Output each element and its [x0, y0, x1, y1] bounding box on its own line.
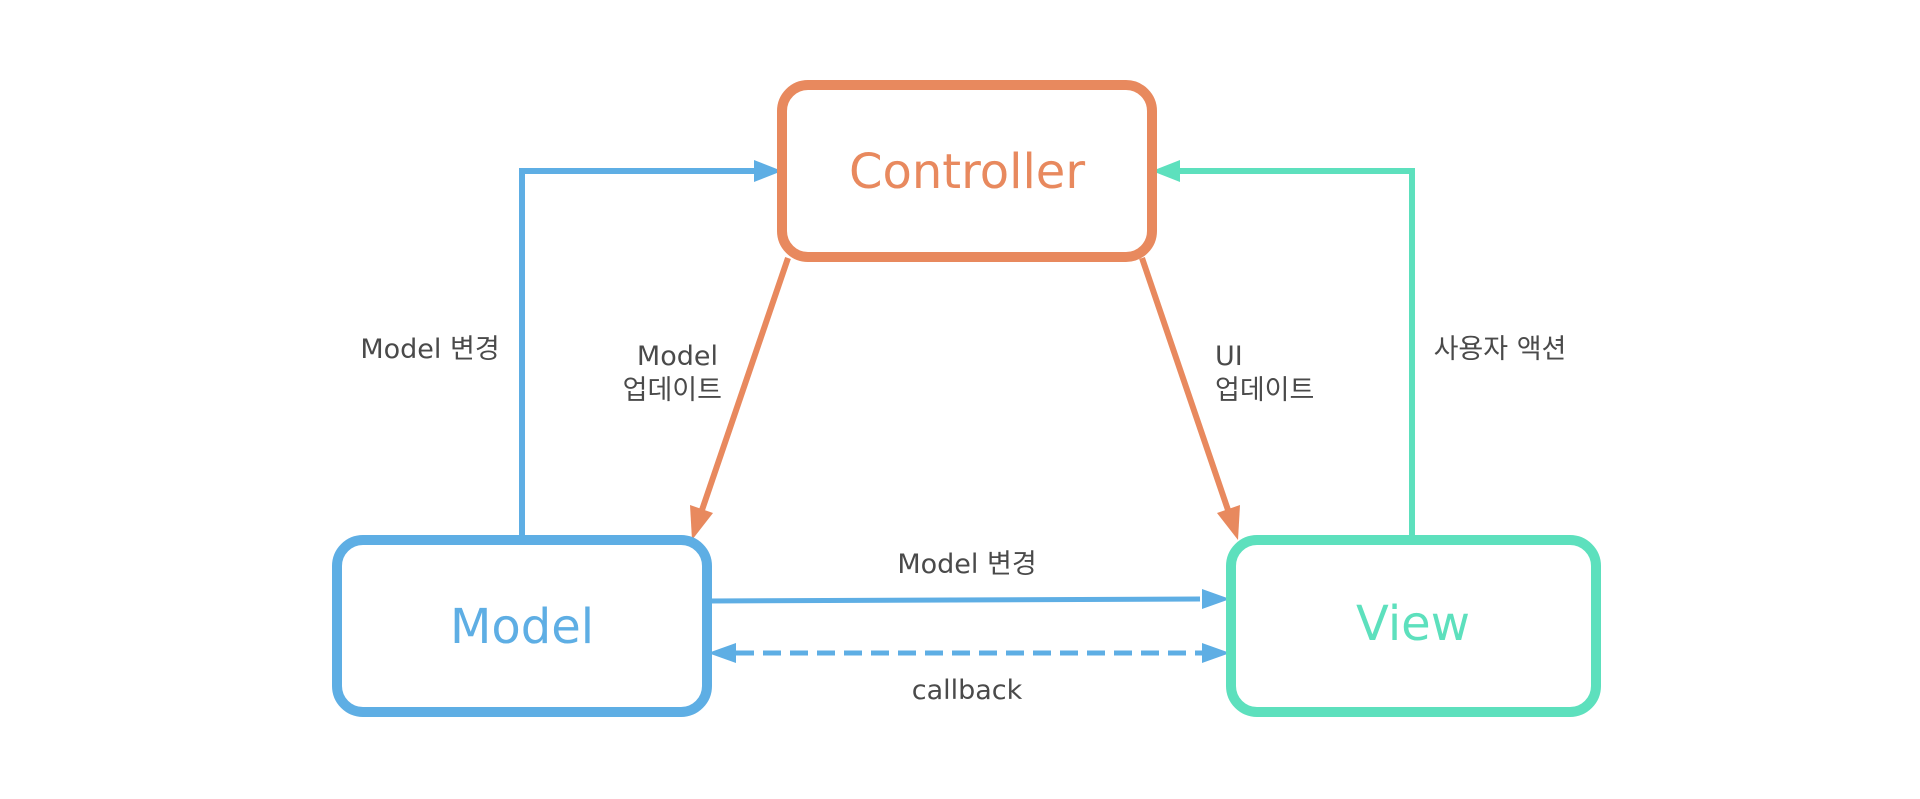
arrowhead-view-to-controller [1152, 160, 1180, 182]
label-model-update-1: Model [637, 341, 718, 372]
controller-node: Controller [777, 80, 1157, 262]
view-box [1226, 535, 1601, 717]
controller-box [777, 80, 1157, 262]
label-ui-update-1: UI [1215, 341, 1243, 372]
edge-controller-to-view: UI 업데이트 [1139, 257, 1314, 540]
model-node: Model [332, 535, 712, 717]
arrowhead-model-to-controller [754, 160, 782, 182]
arrow-model-to-controller [519, 168, 754, 537]
edge-view-to-controller: 사용자 액션 [1152, 160, 1566, 537]
view-label: View [1356, 596, 1470, 652]
arrow-controller-to-view [1139, 257, 1231, 511]
model-label: Model [450, 599, 594, 655]
view-node: View [1226, 535, 1601, 717]
label-model-update-2: 업데이트 [623, 375, 722, 406]
arrow-model-to-view [707, 596, 1201, 604]
label-model-change-bottom: Model 변경 [897, 549, 1036, 580]
label-user-action: 사용자 액션 [1434, 334, 1567, 365]
arrow-controller-to-model [699, 257, 791, 511]
edge-model-to-controller: Model 변경 [360, 160, 782, 537]
arrowhead-callback-right [1202, 643, 1230, 663]
arrowhead-controller-to-model [690, 505, 713, 540]
arrowhead-callback-left [708, 643, 736, 663]
edge-model-to-view: Model 변경 [707, 549, 1230, 609]
model-box [332, 535, 712, 717]
label-ui-update-2: 업데이트 [1215, 375, 1314, 406]
label-callback: callback [912, 675, 1023, 706]
controller-label: Controller [849, 144, 1085, 200]
edge-callback: callback [708, 643, 1230, 706]
arrow-view-to-controller [1180, 168, 1415, 537]
arrowhead-controller-to-view [1217, 505, 1240, 540]
edge-controller-to-model: Model 업데이트 [623, 257, 791, 540]
arrowhead-model-to-view [1202, 589, 1230, 609]
label-model-change-left: Model 변경 [360, 334, 499, 365]
